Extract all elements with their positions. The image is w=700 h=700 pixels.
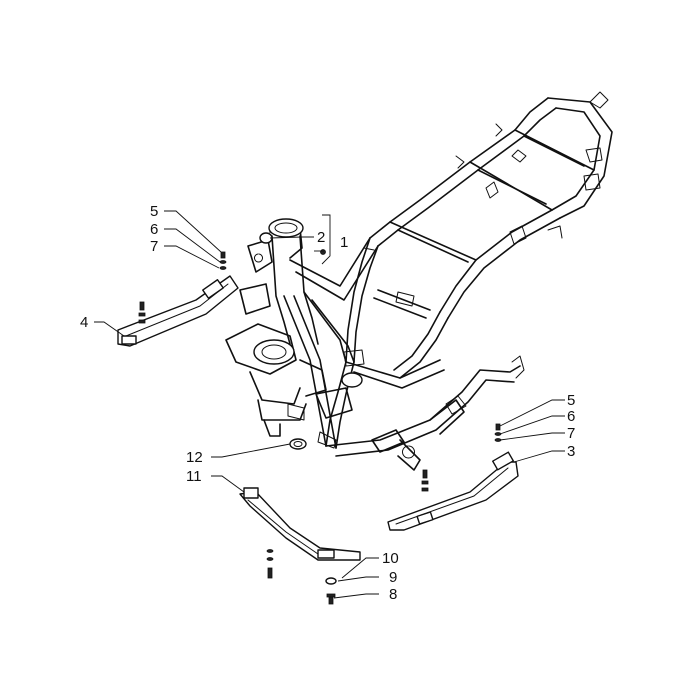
- fasteners-part-4: [138, 301, 146, 324]
- part-12-rubber-pad: [289, 438, 307, 450]
- scooter-frame: [225, 91, 613, 471]
- part-3-right-footrest-bracket: [387, 451, 519, 531]
- callout-6-left: 6: [150, 221, 158, 238]
- callout-9: 9: [389, 569, 397, 586]
- fasteners-5-6-7-left: [219, 251, 227, 270]
- fasteners-8-9-10: [325, 577, 337, 605]
- callout-4: 4: [80, 314, 88, 331]
- callout-5-right: 5: [567, 392, 575, 409]
- callout-1: 1: [340, 234, 348, 251]
- callout-12: 12: [186, 449, 203, 466]
- callout-8: 8: [389, 586, 397, 603]
- callout-6-right: 6: [567, 408, 575, 425]
- fasteners-5-6-7-right: [494, 423, 502, 442]
- part-4-left-footrest-bracket: [117, 275, 239, 347]
- callout-2: 2: [317, 229, 325, 246]
- callout-7-right: 7: [567, 425, 575, 442]
- fasteners-part-11: [266, 549, 274, 579]
- callout-7-left: 7: [150, 238, 158, 255]
- callout-3: 3: [567, 443, 575, 460]
- fasteners-part-3: [421, 469, 429, 492]
- part-11-lower-bracket: [239, 487, 361, 561]
- callout-5-left: 5: [150, 203, 158, 220]
- leader-lines: [94, 210, 565, 599]
- callout-labels: 5 6 7 2 1 4 5 6 7 3 12 11 10 9 8: [80, 203, 575, 603]
- callout-10: 10: [382, 550, 399, 567]
- callout-11: 11: [186, 468, 202, 485]
